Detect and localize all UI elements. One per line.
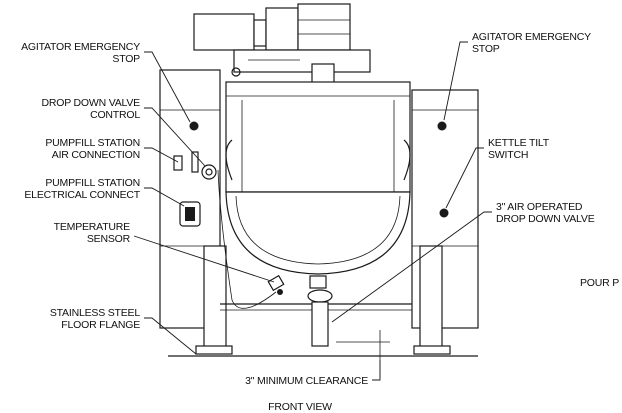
temperature-sensor (217, 169, 285, 309)
svg-text:SENSOR: SENSOR (87, 233, 131, 245)
svg-text:AGITATOR EMERGENCY: AGITATOR EMERGENCY (472, 31, 591, 43)
label-drop-down-valve-control: DROP DOWN VALVE CONTROL (41, 97, 140, 121)
right-frame (411, 89, 479, 355)
leader-tilt-switch (445, 147, 484, 209)
left-frame (159, 69, 233, 355)
view-title: FRONT VIEW (268, 401, 332, 413)
label-agitator-stop-left: AGITATOR EMERGENCY STOP (21, 41, 140, 65)
leader-temperature (133, 235, 275, 283)
svg-text:PUMPFILL STATION: PUMPFILL STATION (45, 137, 140, 149)
kettle-tilt-switch-button[interactable] (439, 208, 449, 218)
label-floor-flange: STAINLESS STEEL FLOOR FLANGE (50, 307, 141, 331)
label-min-clearance: 3" MINIMUM CLEARANCE (245, 375, 368, 387)
leader-air (144, 147, 179, 163)
label-pour: POUR P (580, 277, 619, 289)
svg-text:SWITCH: SWITCH (488, 149, 528, 161)
svg-text:CONTROL: CONTROL (90, 109, 140, 121)
drop-down-valve-control-icon (201, 164, 217, 180)
svg-text:STAINLESS STEEL: STAINLESS STEEL (50, 307, 141, 319)
svg-text:DROP DOWN VALVE: DROP DOWN VALVE (41, 97, 140, 109)
leader-agitator-right (443, 41, 468, 121)
leader-electrical (144, 187, 185, 207)
svg-text:AGITATOR EMERGENCY: AGITATOR EMERGENCY (21, 41, 140, 53)
label-kettle-tilt-switch: KETTLE TILT SWITCH (488, 137, 550, 161)
label-pumpfill-electrical: PUMPFILL STATION ELECTRICAL CONNECT (24, 177, 141, 201)
svg-text:STOP: STOP (112, 53, 140, 65)
agitator-stop-right-button[interactable] (437, 121, 447, 131)
svg-text:TEMPERATURE: TEMPERATURE (54, 221, 131, 233)
svg-text:STOP: STOP (472, 43, 500, 55)
svg-text:AIR CONNECTION: AIR CONNECTION (52, 149, 140, 161)
agitator-motor (193, 3, 371, 85)
leader-drop-valve (144, 107, 206, 167)
svg-text:PUMPFILL STATION: PUMPFILL STATION (45, 177, 140, 189)
leader-air-valve (331, 211, 492, 323)
clearance-dimension (336, 330, 390, 378)
agitator-stop-left-button[interactable] (189, 121, 199, 131)
kettle-body (225, 81, 411, 275)
leader-floor-flange (144, 317, 197, 355)
pumpfill-electrical-connect-icon (179, 201, 201, 227)
svg-text:3" AIR OPERATED: 3" AIR OPERATED (496, 201, 583, 213)
leader-clearance (372, 360, 381, 381)
label-agitator-stop-right: AGITATOR EMERGENCY STOP (472, 31, 591, 55)
label-temperature-sensor: TEMPERATURE SENSOR (54, 221, 131, 245)
label-pumpfill-air: PUMPFILL STATION AIR CONNECTION (45, 137, 140, 161)
drop-down-valve (307, 275, 333, 347)
svg-text:DROP DOWN VALVE: DROP DOWN VALVE (496, 213, 595, 225)
leader-agitator-left (144, 51, 191, 123)
label-air-drop-down-valve: 3" AIR OPERATED DROP DOWN VALVE (496, 201, 595, 225)
pumpfill-air-connection-icon (173, 151, 199, 173)
svg-text:FLOOR FLANGE: FLOOR FLANGE (61, 319, 140, 331)
svg-text:ELECTRICAL CONNECT: ELECTRICAL CONNECT (24, 189, 140, 201)
svg-text:KETTLE TILT: KETTLE TILT (488, 137, 550, 149)
